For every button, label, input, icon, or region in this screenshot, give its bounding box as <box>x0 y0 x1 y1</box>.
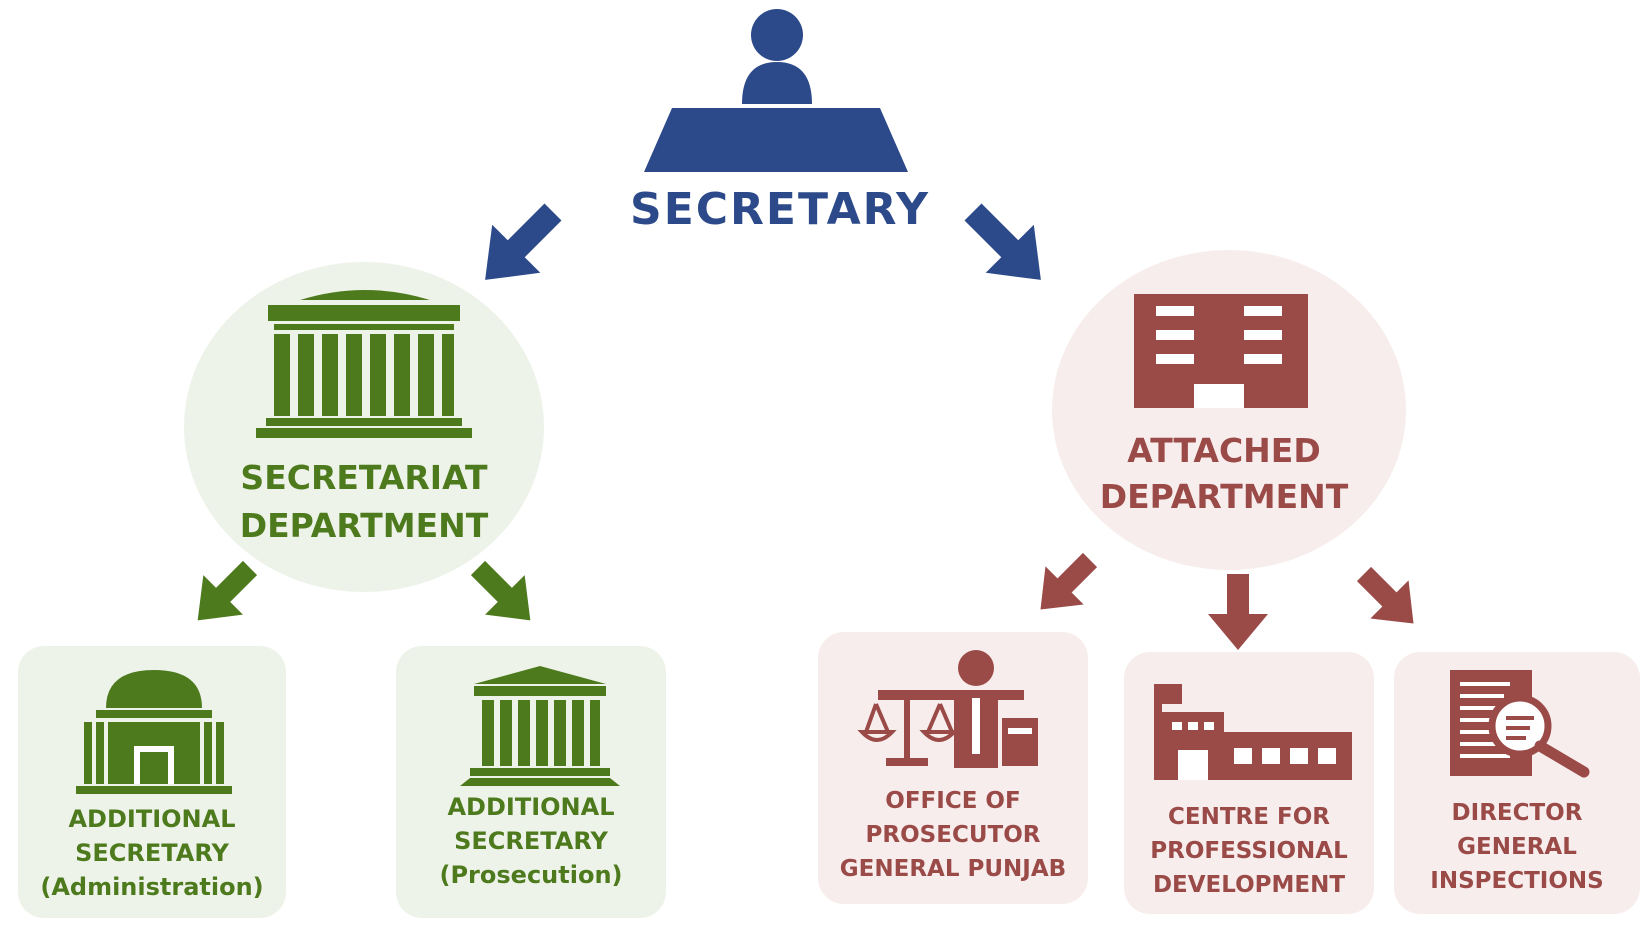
card-line1: OFFICE OF <box>885 788 1021 814</box>
card-line2: PROSECUTOR <box>865 822 1041 848</box>
attached-label-line2: DEPARTMENT <box>1099 477 1349 516</box>
attached-department-label: ATTACHED DEPARTMENT <box>1072 428 1376 520</box>
card-line3: GENERAL PUNJAB <box>839 856 1067 882</box>
card-line3: DEVELOPMENT <box>1152 872 1346 898</box>
card-line2: SECRETARY <box>454 827 608 855</box>
card-line1: CENTRE FOR <box>1168 804 1330 830</box>
card-line1: ADDITIONAL <box>68 805 236 833</box>
secretary-label: SECRETARY <box>630 184 930 235</box>
card-line2: PROFESSIONAL <box>1150 838 1348 864</box>
attached-label-line1: ATTACHED <box>1127 431 1321 470</box>
office-of-prosecutor-general-card <box>818 632 1088 904</box>
additional-secretary-prosecution-label: ADDITIONAL SECRETARY (Prosecution) <box>396 790 666 892</box>
director-general-inspections-label: DIRECTOR GENERAL INSPECTIONS <box>1382 796 1648 898</box>
secretariat-label: SECRETARIAT DEPARTMENT <box>214 454 514 550</box>
secretariat-label-line1: SECRETARIAT <box>240 458 488 497</box>
card-line3: INSPECTIONS <box>1430 868 1604 894</box>
secretariat-label-line2: DEPARTMENT <box>239 506 489 545</box>
additional-secretary-administration-label: ADDITIONAL SECRETARY (Administration) <box>18 802 286 904</box>
card-line1: DIRECTOR <box>1451 800 1583 826</box>
office-of-prosecutor-general-label: OFFICE OF PROSECUTOR GENERAL PUNJAB <box>818 784 1088 886</box>
centre-for-professional-development-label: CENTRE FOR PROFESSIONAL DEVELOPMENT <box>1114 800 1384 902</box>
card-line2: SECRETARY <box>75 839 229 867</box>
card-line3: (Prosecution) <box>439 861 623 889</box>
card-line1: ADDITIONAL <box>447 793 615 821</box>
card-line2: GENERAL <box>1457 834 1577 860</box>
card-line3: (Administration) <box>40 873 264 901</box>
